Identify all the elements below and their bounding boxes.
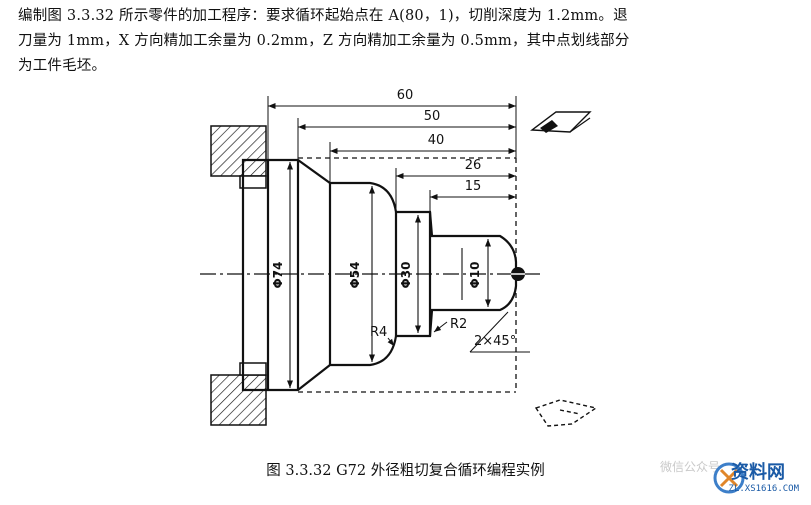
tool-icon-top [530,111,592,133]
label-r2: R2 [450,317,467,332]
site-name: 资料网 [731,462,785,483]
dim-phi54: Φ54 [348,262,362,289]
chuck-jaw-lower [210,362,267,426]
site-url: ZL.XS1616.COM [728,484,799,494]
dim-phi10: Φ10 [468,262,482,289]
dim-26: 26 [465,158,482,173]
chuck-jaw-upper [210,125,267,189]
chamfer-callout: 2×45° [469,311,530,353]
dim-15: 15 [465,179,482,194]
problem-line-2: 刀量为 1mm，X 方向精加工余量为 0.2mm，Z 方向精加工余量为 0.5m… [18,33,630,49]
site-logo-icon [713,462,745,494]
problem-statement: 编制图 3.3.32 所示零件的加工程序：要求循环起始点在 A(80，1)，切削… [18,4,798,79]
figure-caption: 图 3.3.32 G72 外径粗切复合循环编程实例 [266,463,545,479]
tool-icon-bottom [534,399,598,427]
wechat-watermark: 微信公众号 [660,460,721,474]
label-chamfer: 2×45° [474,334,516,349]
dim-phi74: Φ74 [271,262,285,289]
dim-phi30: Φ30 [399,262,413,289]
start-point-marker [511,267,525,281]
dim-50: 50 [424,109,441,124]
problem-line-1: 编制图 3.3.32 所示零件的加工程序：要求循环起始点在 A(80，1)，切削… [18,8,628,24]
problem-line-3: 为工件毛坯。 [18,58,107,74]
dim-40: 40 [428,133,445,148]
dim-60: 60 [397,88,414,103]
label-r4: R4 [370,325,387,340]
